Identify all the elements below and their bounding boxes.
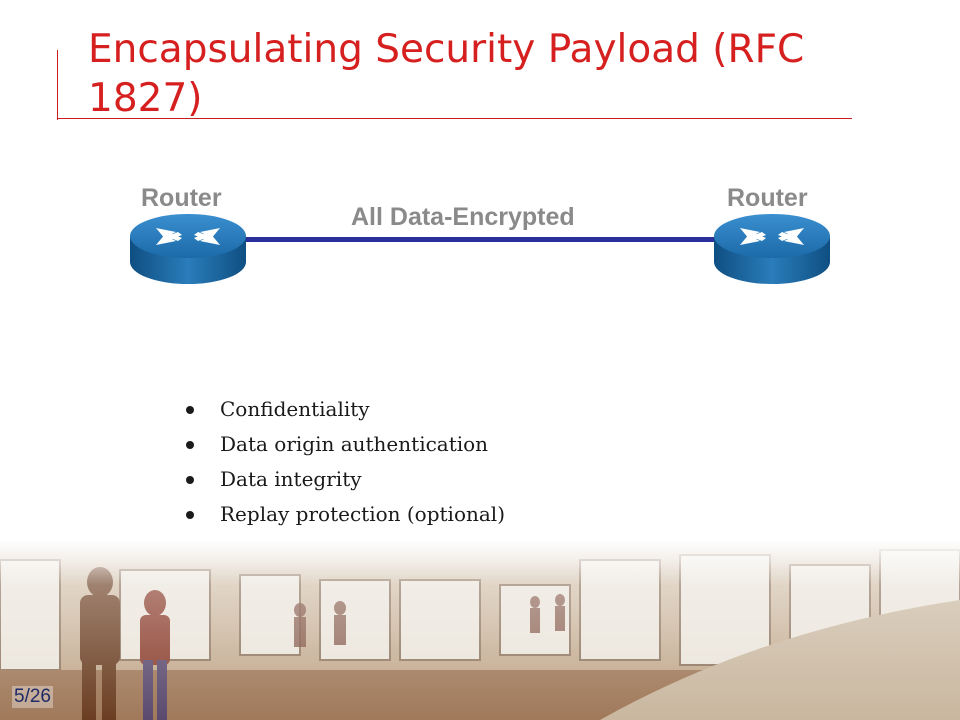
- feature-list: Confidentiality Data origin authenticati…: [185, 392, 505, 532]
- list-item-text: Confidentiality: [220, 397, 370, 421]
- bullet-icon: [186, 476, 194, 484]
- router-right-label: Router: [727, 184, 808, 212]
- bullet-icon: [186, 441, 194, 449]
- encrypted-link-line: [240, 237, 720, 242]
- title-accent-vertical-line: [57, 50, 58, 120]
- bullet-icon: [186, 406, 194, 414]
- list-item: Replay protection (optional): [185, 497, 505, 532]
- title-accent-horizontal-line: [57, 118, 852, 119]
- list-item-text: Data origin authentication: [220, 432, 489, 456]
- slide-title: Encapsulating Security Payload (RFC 1827…: [88, 27, 805, 121]
- office-photo-banner: [0, 540, 960, 720]
- list-item: Data integrity: [185, 462, 505, 497]
- list-item-text: Replay protection (optional): [220, 502, 505, 526]
- bullet-icon: [186, 511, 194, 519]
- page-number: 5/26: [12, 686, 53, 708]
- list-item-text: Data integrity: [220, 467, 362, 491]
- router-right-icon: [714, 214, 830, 284]
- router-left-icon: [130, 214, 246, 284]
- list-item: Confidentiality: [185, 392, 505, 427]
- router-left-label: Router: [141, 184, 222, 212]
- list-item: Data origin authentication: [185, 427, 505, 462]
- link-label: All Data-Encrypted: [351, 203, 575, 231]
